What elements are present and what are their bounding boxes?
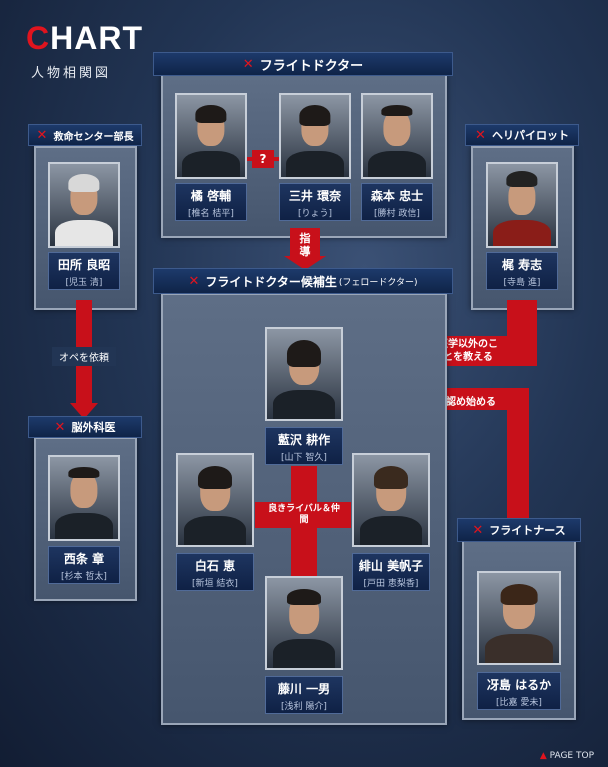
nameplate-kaji: 梶 寿志 [寺島 進] [486, 252, 558, 290]
instruct-label: 指導 [299, 232, 311, 258]
photo-tadokoro [48, 162, 120, 248]
nameplate-hiyama: 緋山 美帆子 [戸田 恵梨香] [352, 553, 430, 591]
x-icon: ✕ [475, 127, 486, 143]
photo-aizawa [265, 327, 343, 421]
er-director-label: ✕救命センター部長 [28, 124, 142, 146]
x-icon: ✕ [36, 127, 48, 143]
nameplate-shiraishi: 白石 恵 [新垣 結衣] [176, 553, 254, 591]
nameplate-fujikawa: 藤川 一男 [浅利 陽介] [265, 676, 343, 714]
photo-hiyama [352, 453, 430, 547]
logo-first-letter: C [26, 20, 51, 56]
instruct-arrow-shaft [290, 228, 320, 258]
photo-shiraishi [176, 453, 254, 547]
instruct-arrow-head [284, 256, 326, 270]
flight-doctor-label: ✕フライトドクター [153, 52, 453, 76]
teach-arrow-body [430, 336, 537, 366]
nameplate-saijo: 西条 章 [杉本 哲太] [48, 546, 120, 584]
nameplate-aizawa: 藍沢 耕作 [山下 智久] [265, 427, 343, 465]
logo-subtitle: 人物相関図 [31, 66, 112, 81]
heli-pilot-label: ✕ヘリパイロット [465, 124, 579, 146]
teach-arrow-vertical [507, 300, 537, 338]
surgery-request-label: オペを依頼 [52, 347, 116, 366]
teach-label: 医学以外のことを教える [438, 339, 498, 363]
nameplate-tachibana: 橘 啓輔 [椎名 桔平] [175, 183, 247, 221]
nameplate-mitsui: 三井 環奈 [りょう] [279, 183, 351, 221]
x-icon: ✕ [54, 419, 66, 435]
photo-kaji [486, 162, 558, 248]
nameplate-saejima: 冴島 はるか [比嘉 愛未] [477, 672, 561, 710]
neuro-label: ✕脳外科医 [28, 416, 142, 438]
x-icon: ✕ [472, 522, 484, 538]
chart-logo: CHART [26, 22, 143, 54]
photo-mitsui [279, 93, 351, 179]
x-icon: ✕ [242, 56, 254, 72]
rival-cross-horizontal [255, 502, 351, 528]
fellow-label: ✕フライトドクター候補生(フェロードクター) [153, 268, 453, 294]
arrow-up-icon: ▲ [539, 751, 547, 761]
surgery-request-arrow-head [70, 403, 98, 419]
nameplate-morimoto: 森本 忠士 [勝村 政信] [361, 183, 433, 221]
photo-saijo [48, 455, 120, 541]
accept-label: 認め始める [446, 397, 496, 408]
page-top-link[interactable]: ▲ PAGE TOP [539, 751, 594, 761]
photo-fujikawa [265, 576, 343, 670]
accept-arrow-body [430, 388, 529, 410]
photo-saejima [477, 571, 561, 665]
rival-label: 良きライバル＆仲間 [268, 504, 340, 525]
photo-morimoto [361, 93, 433, 179]
photo-tachibana [175, 93, 247, 179]
nameplate-tadokoro: 田所 良昭 [児玉 清] [48, 252, 120, 290]
logo-rest: HART [50, 20, 143, 56]
flight-nurse-label: ✕フライトナース [457, 518, 581, 542]
accept-arrow-vertical [507, 398, 529, 520]
x-icon: ✕ [188, 273, 200, 289]
question-badge: ? [252, 150, 274, 168]
